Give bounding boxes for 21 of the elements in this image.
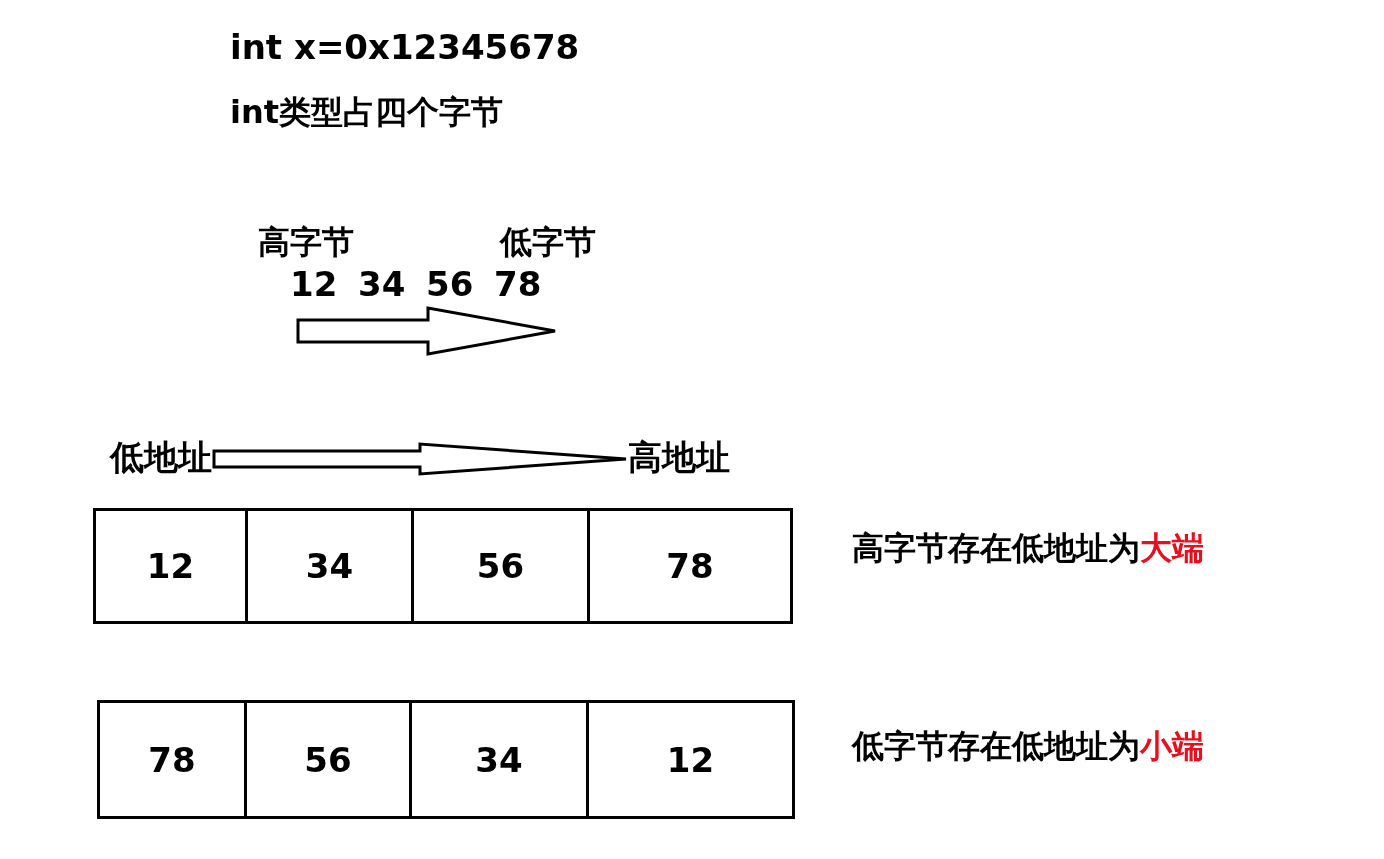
memory-cell: 34 (245, 508, 414, 624)
code-line: int x=0x12345678 (230, 30, 580, 64)
memory-cell: 56 (411, 508, 590, 624)
byte-value: 12 (290, 267, 338, 301)
memory-cell: 78 (97, 700, 247, 819)
note-text: 低字节存在低地址为小端 (852, 730, 1204, 762)
caption-text: int类型占四个字节 (230, 96, 504, 128)
memory-cell: 12 (586, 700, 795, 819)
byte-label: 高字节 (258, 226, 354, 258)
memory-cell: 78 (587, 508, 793, 624)
byte-value: 78 (494, 267, 542, 301)
address-label: 低地址 (110, 440, 212, 474)
byte-value: 34 (358, 267, 406, 301)
memory-cell: 56 (244, 700, 412, 819)
address-label: 高地址 (628, 440, 730, 474)
memory-cell: 34 (409, 700, 589, 819)
note-text: 高字节存在低地址为大端 (852, 532, 1204, 564)
byte-value: 56 (426, 267, 474, 301)
byte-label: 低字节 (500, 226, 596, 258)
block-arrow (212, 442, 628, 476)
memory-cell: 12 (93, 508, 248, 624)
